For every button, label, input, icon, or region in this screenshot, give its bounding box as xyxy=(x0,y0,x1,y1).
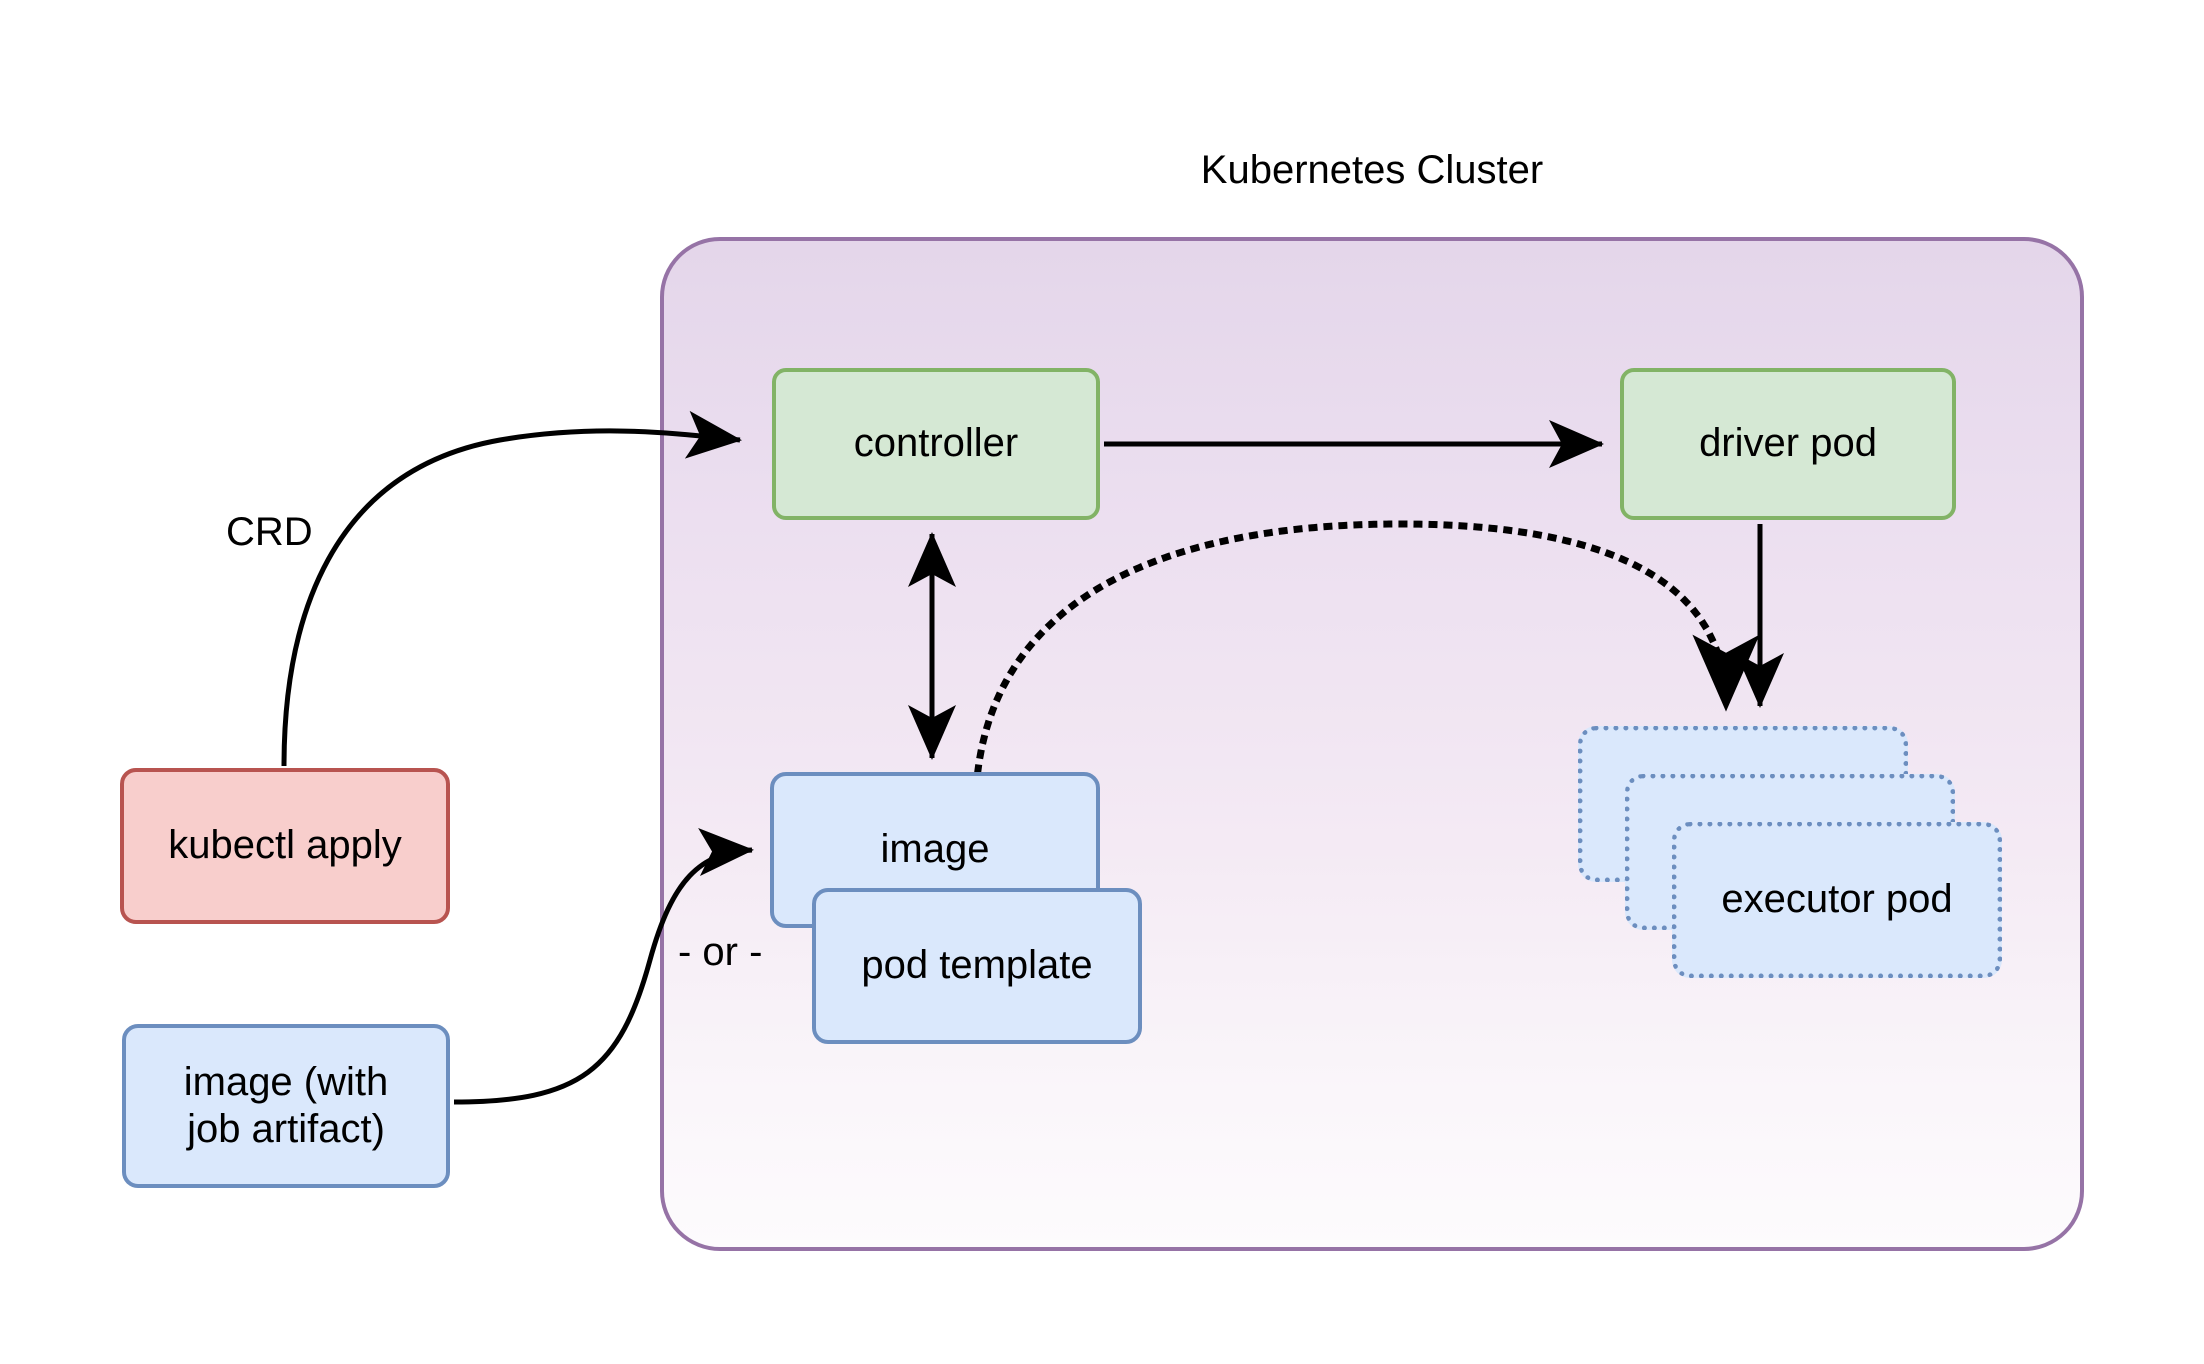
executor-pod-front[interactable]: executor pod xyxy=(1672,822,2002,978)
pod-template-node[interactable]: pod template xyxy=(812,888,1142,1044)
driver-pod-label: driver pod xyxy=(1699,421,1877,466)
cluster-title: Kubernetes Cluster xyxy=(1200,148,1544,192)
pod-template-label: pod template xyxy=(861,943,1093,988)
controller-label: controller xyxy=(853,421,1019,466)
image-label: image xyxy=(880,827,990,872)
executor-pod-front-label: executor pod xyxy=(1721,877,1953,922)
driver-pod-node[interactable]: driver pod xyxy=(1620,368,1956,520)
edge-label-or: - or - xyxy=(678,930,763,974)
kubectl-apply-node[interactable]: kubectl apply xyxy=(120,768,450,924)
controller-node[interactable]: controller xyxy=(772,368,1100,520)
kubectl-apply-label: kubectl apply xyxy=(168,823,402,868)
edge-label-crd: CRD xyxy=(226,510,313,554)
image-with-job-artifact-node[interactable]: image (with job artifact) xyxy=(122,1024,450,1188)
image-with-job-artifact-label: image (with job artifact) xyxy=(183,1059,389,1151)
